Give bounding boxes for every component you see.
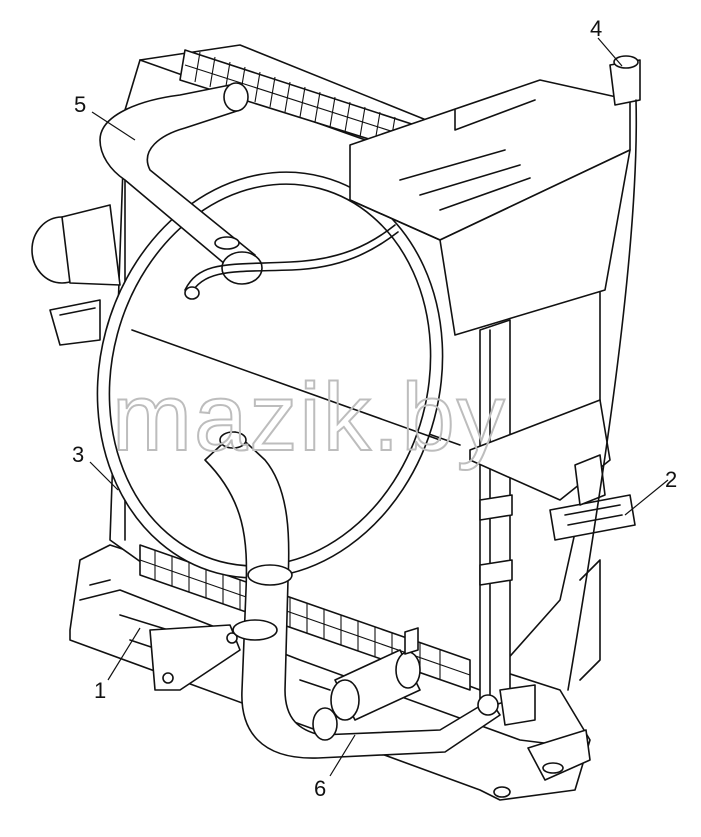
right-side-post (479, 319, 536, 726)
callout-2: 2 (665, 467, 677, 492)
callout-6: 6 (314, 776, 326, 801)
vent-tube (184, 224, 399, 300)
expansion-tank (349, 55, 641, 691)
right-mount-bracket (469, 399, 636, 681)
upper-hose (99, 82, 263, 285)
callout-labels: 1 2 3 4 5 6 (72, 16, 677, 801)
callout-leaders (89, 37, 669, 777)
callout-1: 1 (94, 678, 106, 703)
watermark: mazik.by (112, 364, 507, 471)
drain-fitting (299, 627, 421, 721)
callout-3: 3 (72, 442, 84, 467)
fan-shroud (96, 171, 444, 579)
lower-hose (204, 431, 501, 759)
callout-5: 5 (74, 92, 86, 117)
bottom-bracket (149, 624, 241, 691)
left-side-mount (31, 204, 121, 346)
callout-4: 4 (590, 16, 602, 41)
